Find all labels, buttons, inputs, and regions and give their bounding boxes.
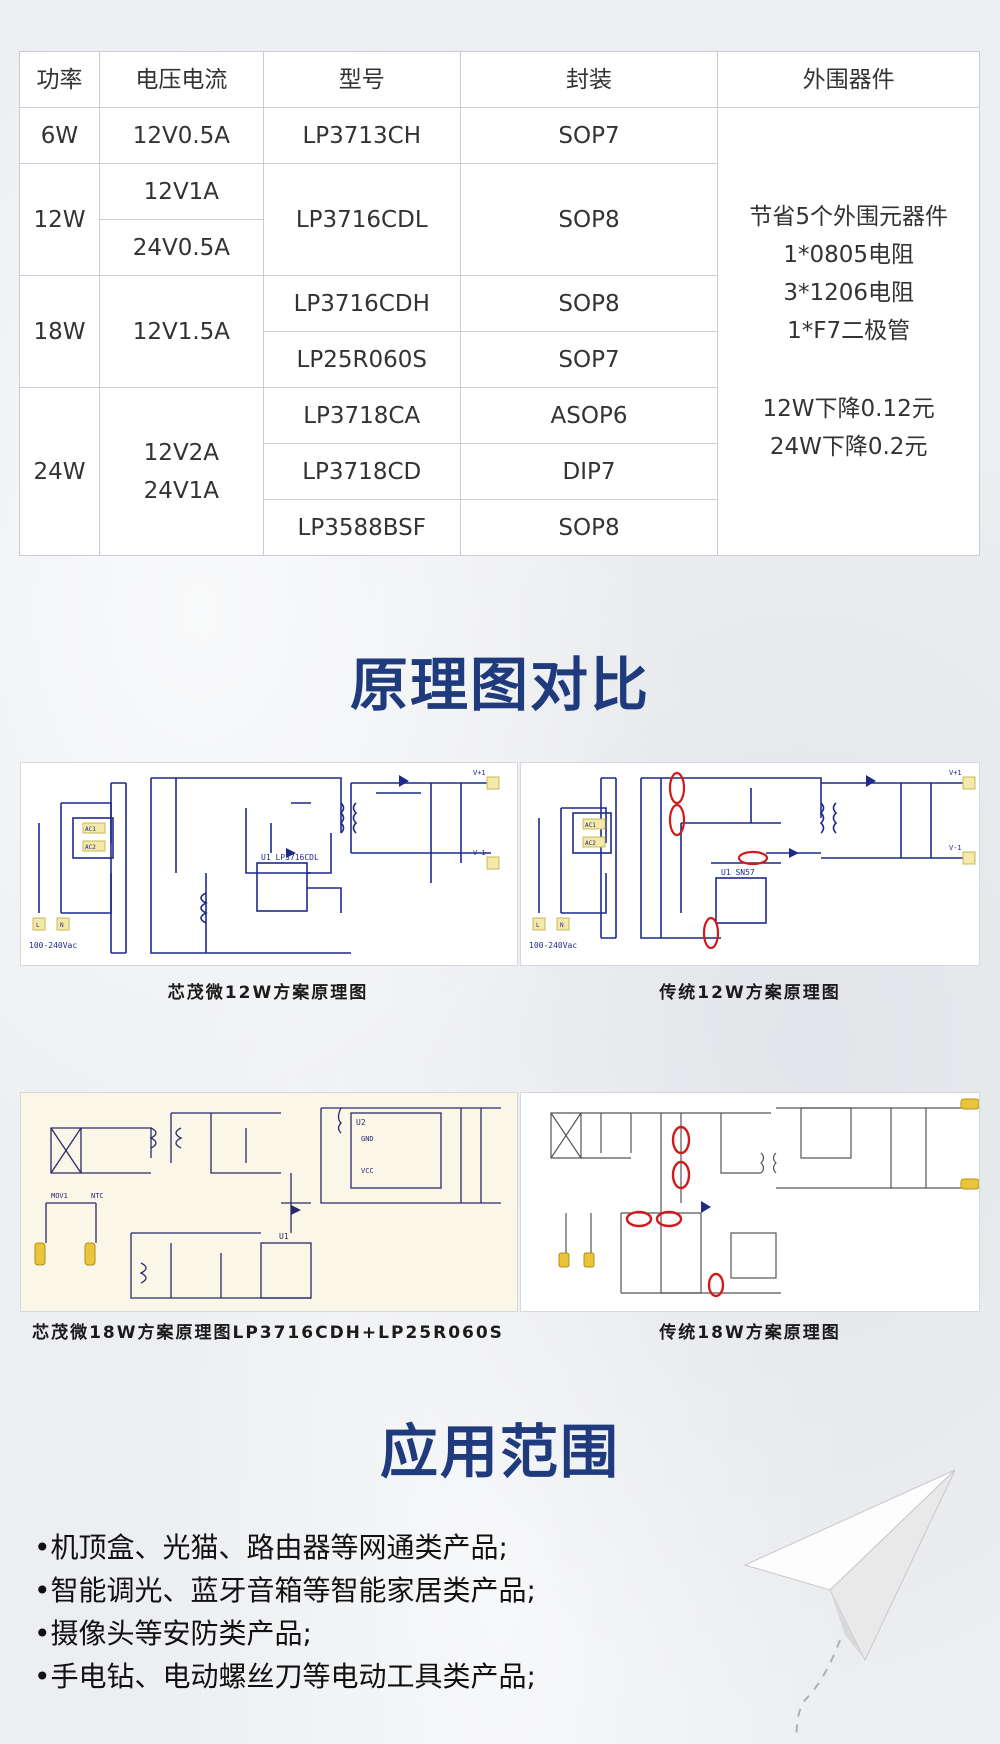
cell-model: LP3716CDH <box>262 275 461 332</box>
cell-package: SOP7 <box>459 107 719 164</box>
line-terminal-label: L <box>536 922 540 929</box>
cell-package: ASOP6 <box>459 387 719 444</box>
table-row: 18W 12V1.5A LP3716CDH SOP8 <box>19 275 980 388</box>
cell-model: LP3718CD <box>262 443 461 500</box>
chip-label: U2 <box>356 1118 366 1127</box>
list-item: •手电钻、电动螺丝刀等电动工具类产品; <box>34 1660 536 1693</box>
cell-model: LP25R060S <box>262 331 461 388</box>
peripheral-line: 3*1206电阻 <box>783 279 914 306</box>
output-neg-label: V-1 <box>473 849 486 857</box>
schematic-caption: 传统12W方案原理图 <box>659 983 841 1003</box>
vcc-label: VCC <box>361 1167 374 1175</box>
table-row: LP3718CD DIP7 <box>20 443 980 500</box>
cell-power: 12W <box>19 163 100 276</box>
highlight-markers <box>625 1125 725 1298</box>
cell-package: SOP7 <box>459 331 719 388</box>
cell-voltage-current: 12V0.5A <box>98 107 264 164</box>
cell-model: LP3713CH <box>262 107 461 164</box>
cell-voltage-current: 12V2A 24V1A <box>98 387 264 556</box>
table-header-row: 功率 电压电流 型号 封装 外围器件 <box>19 51 980 108</box>
input-voltage-label: 100-240Vac <box>529 941 577 950</box>
output-pos-label: V+1 <box>949 769 962 777</box>
peripheral-line: 节省5个外围元器件 <box>749 203 948 230</box>
output-pos-label: V+1 <box>473 769 486 777</box>
table-row: 6W 12V0.5A LP3713CH SOP7 节省5个外围元器件 1*080… <box>19 107 980 556</box>
highlight-markers <box>668 771 769 950</box>
schematic-traditional-12w: U1 SN57 100-240Vac V+1 V-1 AC1 AC2 L N <box>520 762 980 966</box>
cell-package: SOP8 <box>459 499 719 556</box>
cell-power: 24W <box>19 387 100 556</box>
header-voltage-current: 电压电流 <box>98 51 264 108</box>
chip-label: U1 SN57 <box>721 868 755 877</box>
header-package: 封装 <box>459 51 719 108</box>
cell-power: 6W <box>19 107 100 164</box>
chip-label: U1 <box>279 1232 289 1241</box>
header-model: 型号 <box>262 51 461 108</box>
cell-model: LP3716CDL <box>262 163 461 276</box>
list-item: •机顶盒、光猫、路由器等网通类产品; <box>34 1531 508 1564</box>
spec-table: 功率 电压电流 型号 封装 外围器件 6W 12V0.5A LP3713CH S… <box>19 51 980 556</box>
table-row: 24V0.5A <box>20 219 980 276</box>
neutral-terminal-label: N <box>60 922 64 929</box>
table-row: LP25R060S SOP7 <box>20 331 980 388</box>
schematic-drawing: U1 LP3716CDL 100-240Vac V+1 V-1 AC1 AC2 … <box>29 769 500 954</box>
vi-line: 24V1A <box>143 477 220 504</box>
schematic-traditional-18w <box>520 1092 980 1312</box>
cell-package: SOP8 <box>459 163 719 276</box>
peripheral-line: 1*F7二极管 <box>787 317 911 344</box>
schematic-caption: 传统18W方案原理图 <box>659 1323 841 1343</box>
application-section-title: 应用范围 <box>379 1418 620 1486</box>
cell-package: DIP7 <box>459 443 719 500</box>
input-voltage-label: 100-240Vac <box>29 941 77 950</box>
peripheral-line: 24W下降0.2元 <box>769 433 928 460</box>
gnd-label: GND <box>361 1135 374 1143</box>
application-list: •机顶盒、光猫、路由器等网通类产品; •智能调光、蓝牙音箱等智能家居类产品; •… <box>34 1526 536 1698</box>
ac2-label: AC2 <box>585 840 596 847</box>
ac1-label: AC1 <box>585 822 596 829</box>
ntc-label: NTC <box>91 1192 104 1200</box>
schematic-xinmaowei-18w: U1 U2 GND VCC NTC MOV1 <box>20 1092 518 1312</box>
peripheral-line: 1*0805电阻 <box>783 241 914 268</box>
schematic-xinmaowei-12w: U1 LP3716CDL 100-240Vac V+1 V-1 AC1 AC2 … <box>20 762 518 966</box>
schematic-section-title: 原理图对比 <box>349 651 650 719</box>
cell-power: 18W <box>19 275 100 388</box>
chip-label: U1 LP3716CDL <box>261 853 319 862</box>
cell-voltage-current: 24V0.5A <box>98 219 264 276</box>
header-power: 功率 <box>19 51 100 108</box>
schematic-drawing <box>550 1098 979 1298</box>
schematic-caption: 芯茂微12W方案原理图 <box>167 983 369 1003</box>
schematic-drawing: U1 SN57 100-240Vac V+1 V-1 AC1 AC2 L N <box>529 769 976 950</box>
output-neg-label: V-1 <box>949 844 962 852</box>
cell-package: SOP8 <box>459 275 719 332</box>
neutral-terminal-label: N <box>560 922 564 929</box>
cell-model: LP3588BSF <box>262 499 461 556</box>
schematic-caption: 芯茂微18W方案原理图LP3716CDH+LP25R060S <box>32 1323 504 1343</box>
vi-line: 12V2A <box>143 439 220 466</box>
cell-voltage-current: 12V1.5A <box>98 275 264 388</box>
list-item: •智能调光、蓝牙音箱等智能家居类产品; <box>34 1574 536 1607</box>
ac2-label: AC2 <box>85 844 96 851</box>
cell-peripheral: 节省5个外围元器件 1*0805电阻 3*1206电阻 1*F7二极管 12W下… <box>717 107 980 556</box>
cell-model: LP3718CA <box>262 387 461 444</box>
list-item: •摄像头等安防类产品; <box>34 1617 312 1650</box>
table-row: 24W 12V2A 24V1A LP3718CA ASOP6 <box>19 387 980 556</box>
paper-plane-icon <box>743 1469 956 1741</box>
header-peripheral: 外围器件 <box>717 51 980 108</box>
cell-voltage-current: 12V1A <box>98 163 264 220</box>
line-terminal-label: L <box>36 922 40 929</box>
schematic-drawing: U1 U2 GND VCC NTC MOV1 <box>21 1093 517 1311</box>
table-row: LP3588BSF SOP8 <box>20 499 980 556</box>
mov-label: MOV1 <box>51 1192 68 1200</box>
table-row: 12W 12V1A LP3716CDL SOP8 <box>19 163 980 276</box>
peripheral-line: 12W下降0.12元 <box>762 395 935 422</box>
ac1-label: AC1 <box>85 826 96 833</box>
